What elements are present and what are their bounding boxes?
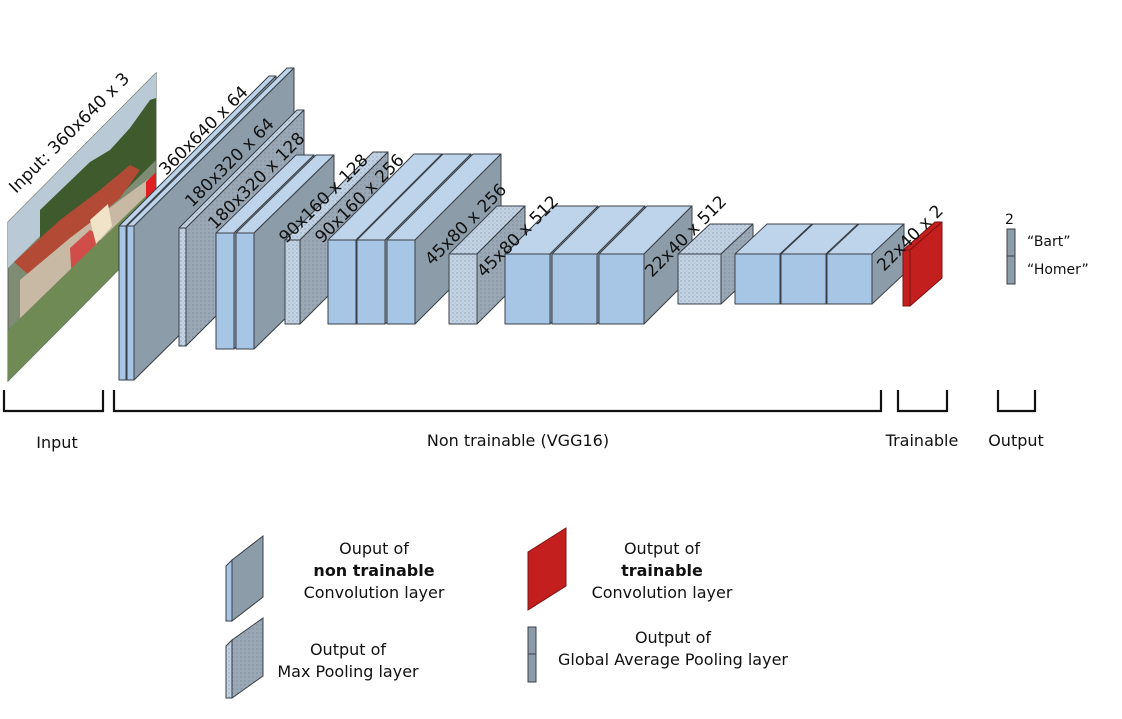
- block-trainable-22x40x2: [902, 221, 943, 307]
- legend-conv-nontrainable-line2: non trainable: [313, 561, 434, 580]
- legend-gap-line2: Global Average Pooling layer: [558, 650, 788, 669]
- legend-swatch-gap: [527, 626, 537, 683]
- legend-conv-trainable-line1: Output of: [624, 539, 700, 558]
- block-conv-90x160-c: [386, 153, 502, 325]
- input-image: [7, 71, 157, 383]
- output-vector: [1006, 228, 1016, 285]
- output-class-bart: “Bart”: [1027, 234, 1071, 250]
- legend-conv-nontrainable-line1: Ouput of: [339, 539, 409, 558]
- bracket-input: [2, 390, 105, 413]
- output-class-homer: “Homer”: [1027, 262, 1089, 278]
- section-label-input: Input: [36, 433, 77, 452]
- legend-conv-trainable-line2: trainable: [621, 561, 703, 580]
- legend-swatch-maxpool: [225, 617, 264, 699]
- block-conv-45x80-c: [598, 205, 693, 325]
- legend-maxpool-line2: Max Pooling layer: [277, 662, 419, 681]
- legend-maxpool-line1: Output of: [310, 640, 386, 659]
- section-label-output: Output: [988, 431, 1044, 450]
- legend-swatch-conv-trainable: [527, 527, 567, 611]
- legend-conv-nontrainable-line3: Convolution layer: [304, 583, 445, 602]
- section-brackets: [2, 390, 1037, 413]
- legend-swatch-conv-nontrainable: [225, 534, 264, 623]
- block-pool-45x80: [448, 205, 526, 325]
- section-label-trainable: Trainable: [885, 431, 959, 450]
- block-conv-22x40-c: [826, 223, 905, 305]
- bracket-trainable: [896, 390, 949, 413]
- output-size-label: 2: [1005, 212, 1014, 228]
- legend-conv-trainable-line3: Convolution layer: [592, 583, 733, 602]
- legend-gap-line1: Output of: [635, 628, 711, 647]
- layer-blocks: [118, 67, 943, 381]
- bracket-non-trainable: [112, 390, 883, 413]
- section-label-non-trainable: Non trainable (VGG16): [427, 431, 609, 450]
- legend: Ouput of non trainable Convolution layer…: [225, 527, 788, 699]
- bracket-output: [996, 390, 1037, 413]
